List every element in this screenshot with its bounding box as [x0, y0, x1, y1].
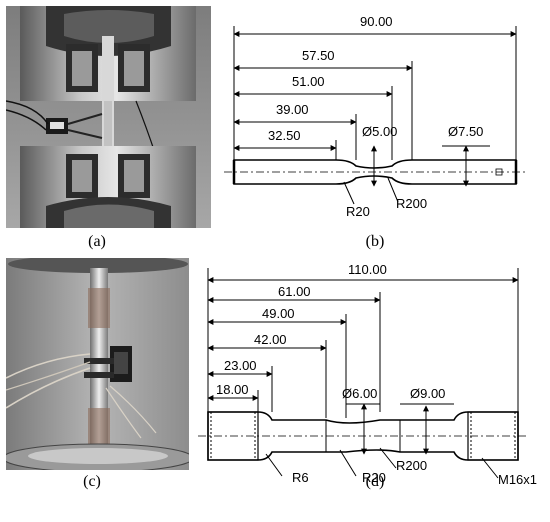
dim-b-neck-diameter: Ø5.00: [362, 124, 398, 139]
photo-a-tensile-grips: [6, 6, 211, 228]
dim-d-radius-r200: R200: [396, 458, 428, 473]
dim-d-shank-diameter: Ø9.00: [410, 386, 446, 401]
dim-b-radius-r200: R200: [396, 196, 428, 211]
dim-b-51-00: 51.00: [292, 74, 325, 89]
dim-b-39-00: 39.00: [276, 102, 309, 117]
photo-c-specimen-setup: [6, 258, 189, 470]
panel-label-a: (a): [88, 233, 106, 250]
drawing-b-tensile-specimen: 90.00 57.50 51.00 39.00 32.50 Ø5.00 Ø7.5…: [220, 6, 544, 234]
dim-d-total: 110.00: [348, 262, 387, 277]
dim-b-57-50: 57.50: [302, 48, 335, 63]
dim-d-neck-diameter: Ø6.00: [342, 386, 378, 401]
dim-d-23-00: 23.00: [224, 358, 257, 373]
dim-d-42-00: 42.00: [254, 332, 287, 347]
dim-b-32-50: 32.50: [268, 128, 301, 143]
panel-label-d: (d): [365, 473, 385, 490]
dim-b-shank-diameter: Ø7.50: [448, 124, 484, 139]
dim-d-radius-r20: R20: [362, 470, 386, 485]
dim-b-total: 90.00: [360, 14, 393, 29]
dim-b-radius-r20: R20: [346, 204, 370, 219]
dim-d-thread: M16x1: [498, 472, 538, 487]
drawing-d-fatigue-specimen: 110.00 61.00 49.00 42.00 23.00 18.00 Ø6.…: [196, 258, 546, 487]
panel-label-b: (b): [365, 233, 385, 250]
dim-d-18-00: 18.00: [216, 382, 249, 397]
dim-d-61-00: 61.00: [278, 284, 311, 299]
panel-label-c: (c): [83, 473, 101, 490]
dim-d-radius-r6: R6: [292, 470, 309, 485]
dim-d-49-00: 49.00: [262, 306, 295, 321]
